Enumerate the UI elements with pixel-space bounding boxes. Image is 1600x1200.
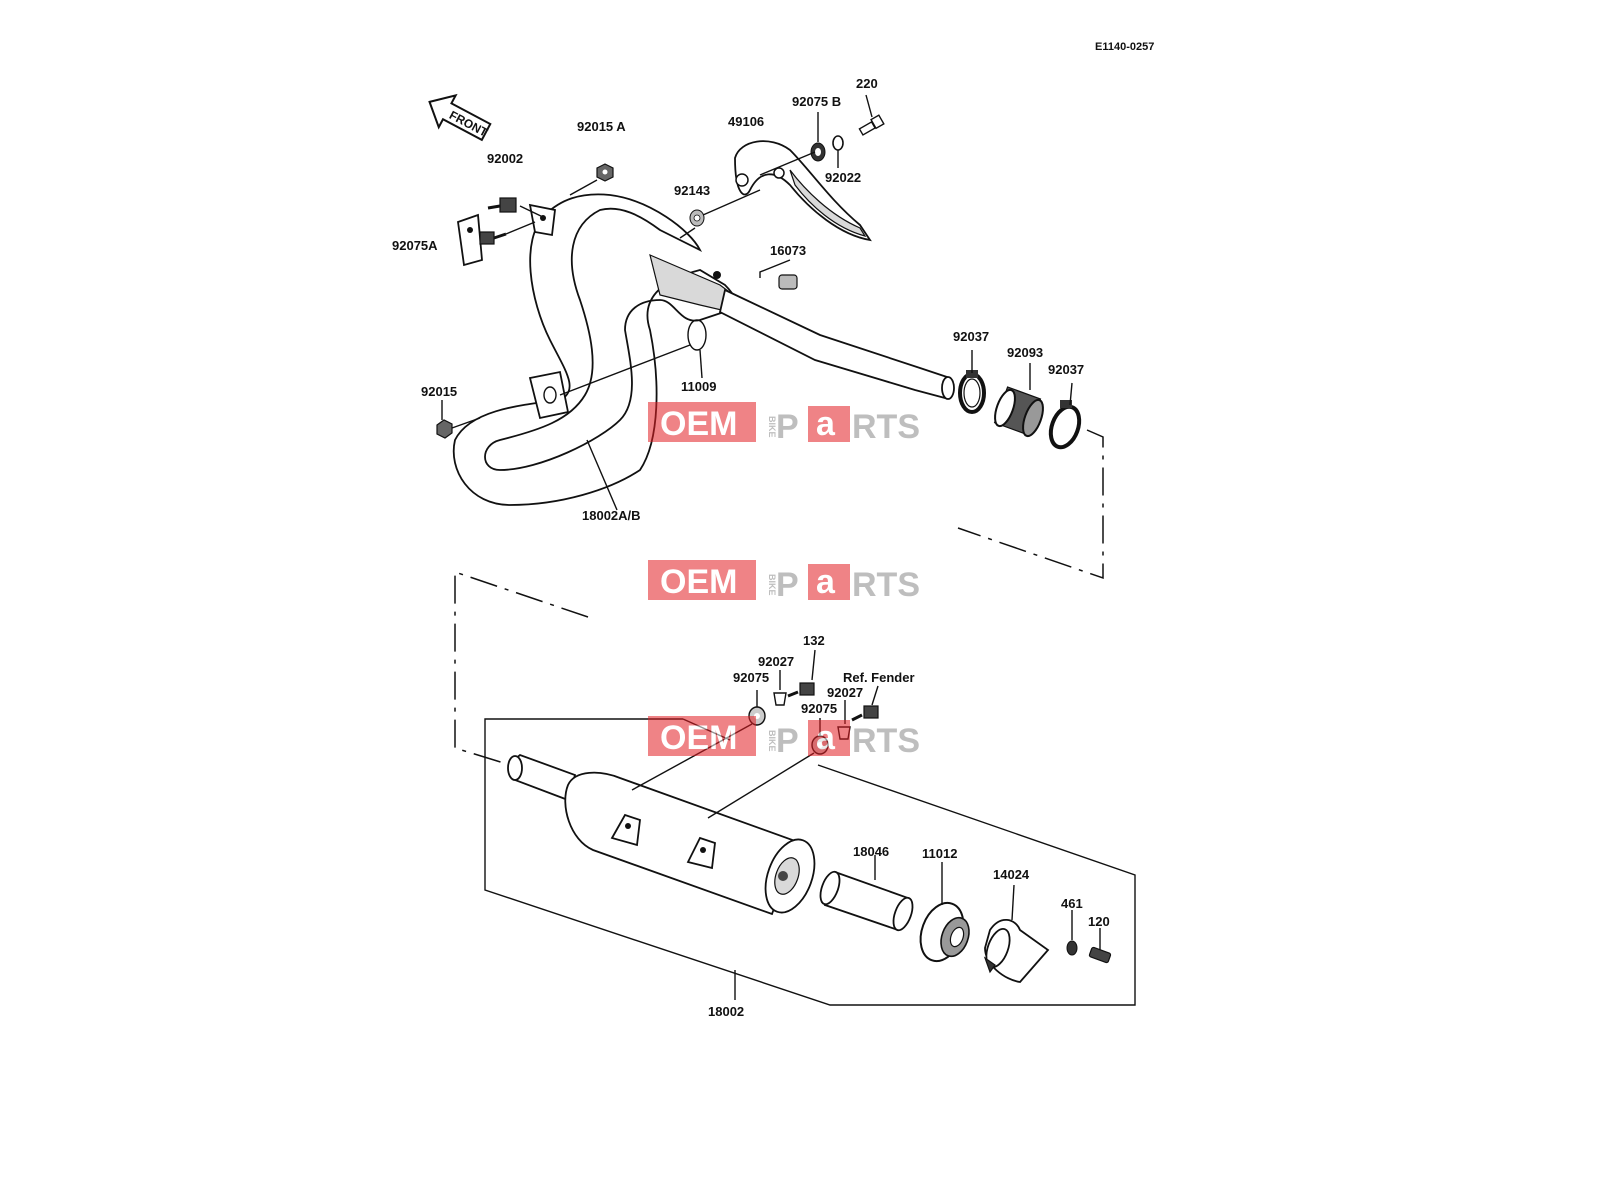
label-92075-right: 92075	[801, 701, 837, 716]
watermark-bike: BIKE	[767, 416, 777, 438]
watermark-oem: OEM	[660, 719, 737, 757]
label-92075-left: 92075	[733, 670, 769, 685]
bolt-120	[1088, 946, 1112, 964]
watermark-oem: OEM	[660, 405, 737, 443]
label-11009: 11009	[681, 379, 716, 394]
watermark-a: a	[816, 719, 836, 757]
label-92015: 92015	[421, 384, 457, 399]
bracket-92075a	[457, 213, 507, 267]
bolt-ref-fender	[851, 705, 879, 722]
watermark-oem: OEM	[660, 563, 737, 601]
collar-92027-left	[773, 692, 787, 706]
label-461: 461	[1061, 896, 1083, 911]
label-16073: 16073	[770, 243, 806, 258]
diagram-code: E1140-0257	[1095, 41, 1154, 53]
watermark-oem-bike-parts-2: OEM BIKE P a RTS	[648, 560, 920, 604]
watermark-a: a	[816, 563, 836, 601]
spark-arrestor-14024	[983, 918, 1050, 983]
watermark-bike: BIKE	[767, 574, 777, 596]
washer-92022	[832, 135, 844, 168]
label-220: 220	[856, 76, 878, 91]
label-92037-right: 92037	[1048, 362, 1084, 377]
expansion-chamber	[452, 193, 955, 506]
front-arrow-icon: FRONT	[428, 93, 492, 142]
label-18046: 18046	[853, 844, 889, 859]
bolt-220	[858, 94, 885, 136]
end-cap-11012	[919, 901, 970, 963]
label-14024: 14024	[993, 867, 1030, 882]
bolt-132	[787, 682, 815, 698]
label-120: 120	[1088, 914, 1110, 929]
label-92075b: 92075 B	[792, 94, 841, 109]
nut-92015a	[596, 163, 614, 182]
watermark-p: P	[776, 722, 799, 760]
bolt-92002	[487, 197, 517, 213]
label-92037-left: 92037	[953, 329, 989, 344]
label-18002: 18002	[708, 1004, 744, 1019]
label-18002ab: 18002A/B	[582, 508, 641, 523]
collar-92143	[689, 209, 705, 227]
watermark-rts: RTS	[852, 566, 920, 604]
label-132: 132	[803, 633, 825, 648]
watermark-rts: RTS	[852, 722, 920, 760]
label-92075a: 92075A	[392, 238, 438, 253]
label-92015a: 92015 A	[577, 119, 626, 134]
watermark-p: P	[776, 408, 799, 446]
watermark-a: a	[816, 405, 836, 443]
damper-16073	[778, 274, 798, 290]
label-92143: 92143	[674, 183, 710, 198]
silencer-18002	[507, 753, 816, 916]
label-92093: 92093	[1007, 345, 1043, 360]
o-ring-11009	[687, 319, 707, 351]
label-92027-right: 92027	[827, 685, 863, 700]
clamp-92037-left	[958, 370, 986, 414]
joint-92093	[993, 386, 1044, 438]
nut-92015	[436, 419, 453, 439]
label-11012: 11012	[922, 846, 957, 861]
label-92022: 92022	[825, 170, 861, 185]
label-49106: 49106	[728, 114, 764, 129]
clamp-92037-right	[1048, 400, 1082, 450]
watermark-rts: RTS	[852, 408, 920, 446]
packing-18046	[819, 870, 914, 932]
washer-461	[1066, 940, 1078, 956]
label-92027-left: 92027	[758, 654, 794, 669]
watermark-p: P	[776, 566, 799, 604]
grommet-92075b	[810, 112, 826, 162]
label-92002: 92002	[487, 151, 523, 166]
label-ref-fender: Ref. Fender	[843, 670, 915, 685]
watermark-bike: BIKE	[767, 730, 777, 752]
watermark-oem-bike-parts-3: OEM BIKE P a RTS	[648, 716, 920, 760]
watermark-oem-bike-parts-1: OEM BIKE P a RTS	[648, 402, 920, 446]
